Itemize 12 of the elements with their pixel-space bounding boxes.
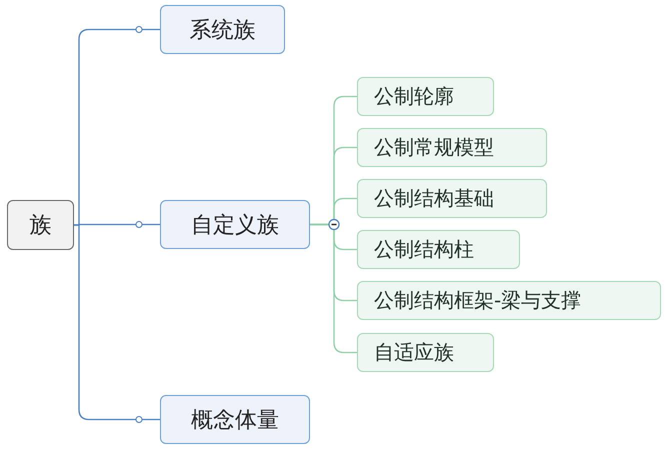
- topic-box: 自定义族: [160, 200, 310, 249]
- subtopic-box: 公制结构框架-梁与支撑: [357, 281, 661, 320]
- topic-box: 系统族: [160, 5, 285, 54]
- root-topic-box: 族: [7, 200, 74, 250]
- connector-line: [310, 224, 357, 354]
- topic-box: 概念体量: [160, 395, 310, 444]
- subtopic-box: 公制常规模型: [357, 128, 547, 167]
- subtopic-box: 自适应族: [357, 333, 494, 372]
- connector-line: [74, 224, 160, 420]
- subtopic-box: 公制轮廓: [357, 77, 494, 116]
- subtopic-box: 公制结构基础: [357, 179, 547, 218]
- subtopic-box: 公制结构柱: [357, 230, 520, 269]
